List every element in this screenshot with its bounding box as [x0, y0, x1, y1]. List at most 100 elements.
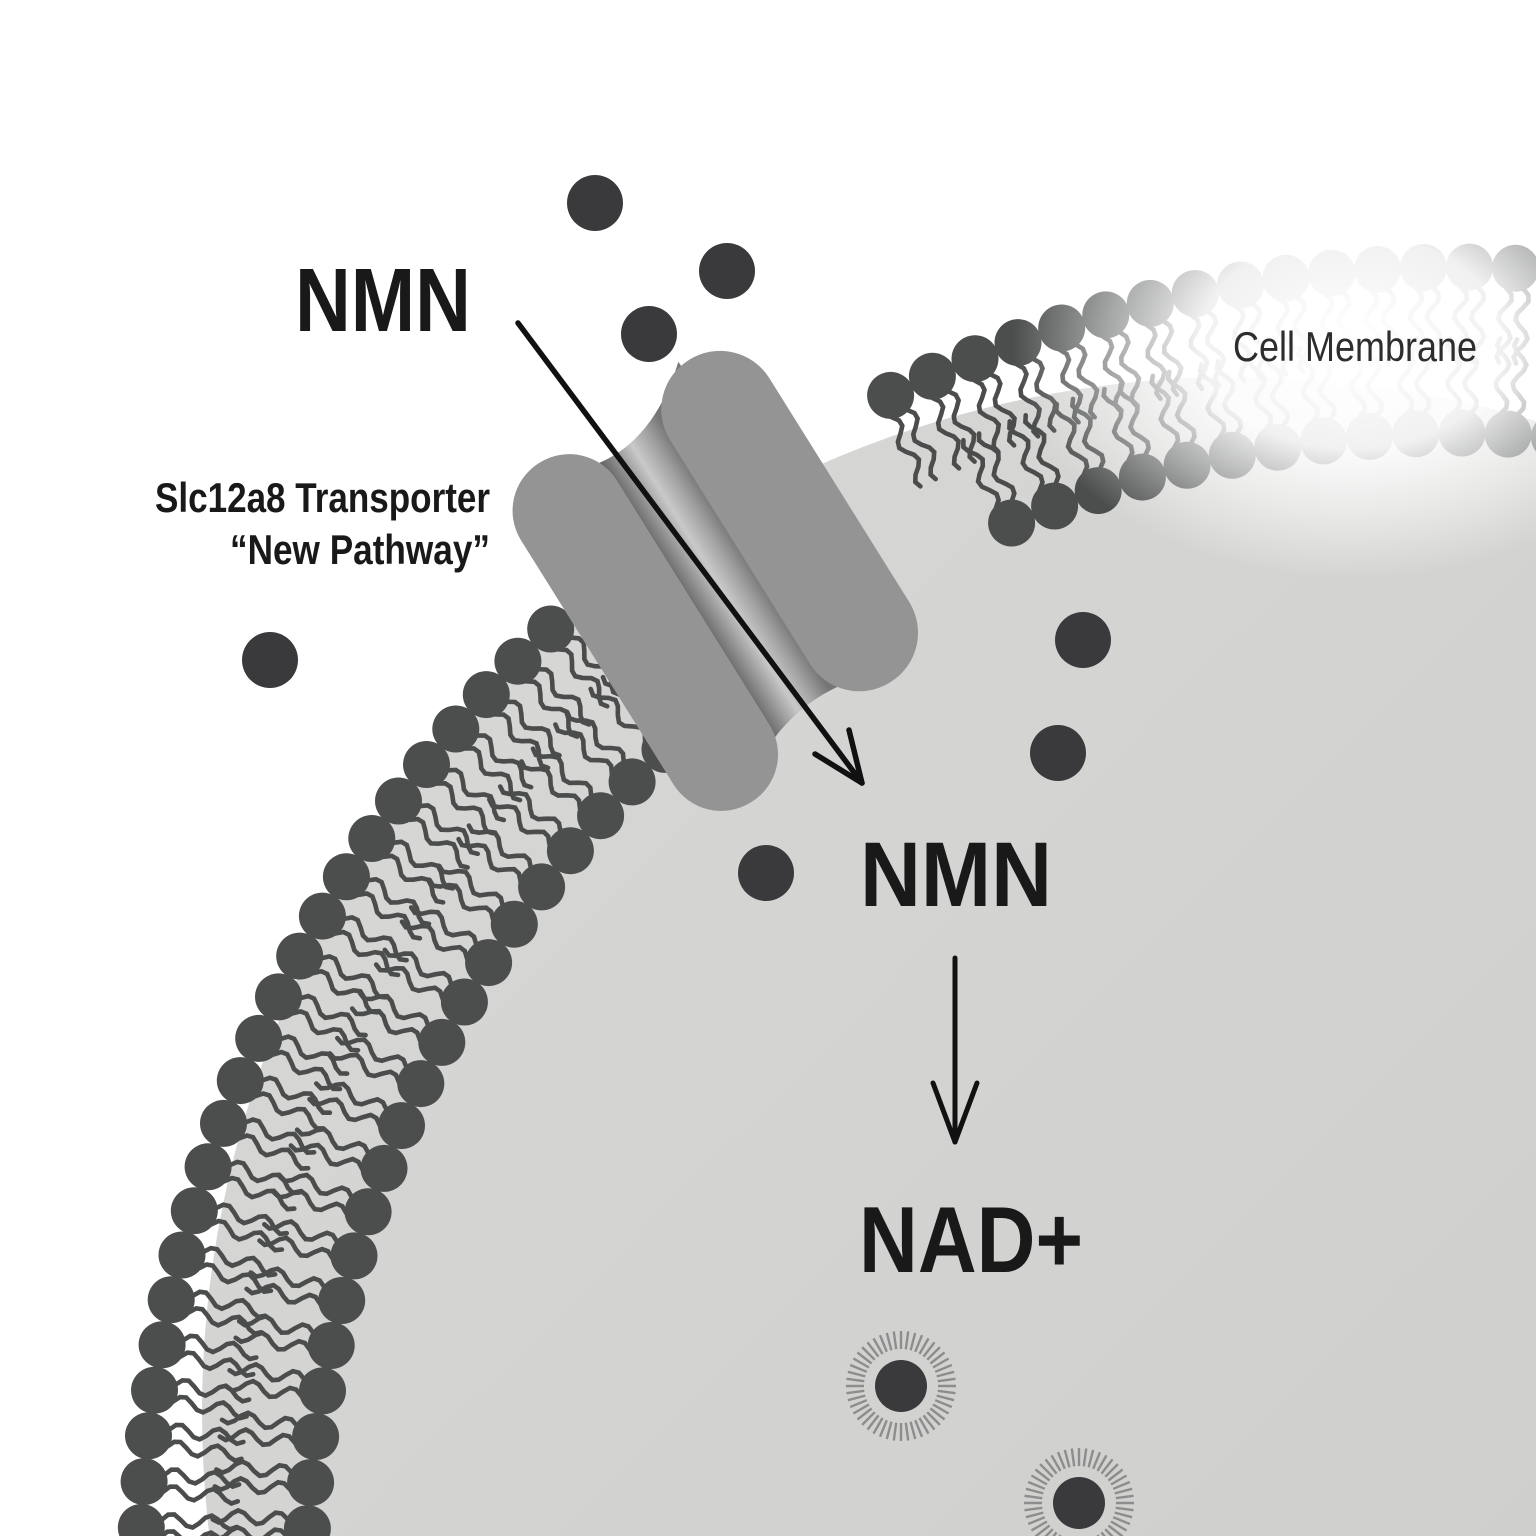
nad-ray [892, 1331, 898, 1350]
nad-ray [936, 1394, 955, 1402]
nad-ray [1115, 1494, 1134, 1500]
lipid-tail [212, 1475, 293, 1496]
lipid-tail [382, 947, 454, 987]
nad-ray [1024, 1506, 1043, 1512]
lipid-head [125, 1412, 172, 1460]
lipid-head [255, 973, 302, 1021]
nad-ray [934, 1363, 953, 1373]
nad-ray [1044, 1458, 1058, 1475]
nad-ray [914, 1334, 924, 1353]
lipid-tail [227, 1361, 307, 1383]
nmn-to-nad-arrow-head [930, 1080, 980, 1145]
lipid-head [235, 1014, 283, 1062]
lipid-tail [463, 746, 523, 803]
nad-ray [1027, 1480, 1046, 1490]
nad-ray [934, 1399, 953, 1409]
lipid-head [378, 1102, 425, 1150]
lipid-head [360, 1144, 408, 1192]
lipid-tail [466, 823, 534, 871]
lipid-tail [930, 395, 962, 471]
lipid-head [299, 1367, 346, 1415]
lipid-head [216, 1057, 264, 1105]
nmn-molecule-dot [1055, 612, 1111, 668]
lipid-tail [408, 905, 479, 947]
lipid-head [403, 741, 450, 788]
nad-ray [922, 1341, 936, 1358]
lipid-tail [307, 1096, 383, 1128]
lipid-tail [262, 1219, 340, 1245]
lipid-head [117, 1504, 165, 1536]
lipid-head [951, 335, 999, 383]
lipid-tail [365, 876, 432, 927]
nad-ray [885, 1332, 893, 1351]
lipid-tail [987, 371, 1017, 448]
lipid-head [344, 1188, 392, 1236]
transporter-subunit-left [512, 454, 779, 811]
lipid-head [170, 1187, 218, 1235]
nad-ray [936, 1370, 955, 1378]
lipid-tail [271, 1049, 343, 1092]
lipid-tail [373, 962, 446, 1002]
lipid-tail [487, 797, 552, 847]
lipid-head [276, 932, 324, 980]
lipid-tail [236, 1313, 316, 1336]
nad-ray [1034, 1468, 1051, 1482]
nad-ray [878, 1419, 888, 1438]
lipid-head [462, 671, 510, 719]
nad-ray [878, 1334, 888, 1353]
nad-ray [1114, 1487, 1133, 1495]
nad-ray [1052, 1531, 1058, 1536]
lipid-tail [493, 712, 551, 771]
nad-ray [937, 1377, 956, 1383]
lipid-tail [349, 1006, 423, 1043]
lipid-tail [456, 836, 523, 884]
nad-ray [861, 1411, 876, 1426]
lipid-tail [976, 431, 1017, 504]
lipid-head [418, 1018, 466, 1066]
nad-ray [866, 1341, 880, 1358]
lipid-tail [961, 437, 1002, 511]
lipid-tail [357, 991, 431, 1028]
lipid-tail [244, 1282, 323, 1307]
nad-ray [932, 1357, 950, 1369]
lipid-head [200, 1099, 247, 1147]
lipid-head [120, 1458, 168, 1506]
nmn-molecule-dot [621, 306, 677, 362]
nad-ray [904, 1422, 910, 1441]
lipid-tail [427, 877, 496, 922]
lipid-tail [253, 1091, 326, 1131]
lipid-tail [186, 1306, 264, 1337]
lipid-tail [565, 710, 626, 765]
nad-ray [866, 1414, 880, 1431]
nad-ray [929, 1351, 946, 1365]
nmn-molecule-dot [699, 243, 755, 299]
lipid-head [287, 1459, 335, 1507]
lipid-head [908, 352, 956, 400]
lipid-tail [294, 1126, 371, 1156]
nad-ray [909, 1421, 917, 1440]
label-nmn-extracellular: NMN [295, 251, 471, 351]
lipid-tail [201, 1245, 278, 1278]
nad-ray [1039, 1463, 1054, 1478]
nad-ray [847, 1394, 866, 1402]
lipid-tail [434, 780, 496, 836]
nad-ray [1110, 1520, 1128, 1532]
nad-ray [856, 1407, 873, 1421]
nad-ray [909, 1332, 917, 1351]
nad-ray [937, 1389, 956, 1395]
lipid-head [490, 900, 538, 948]
nad-core [1053, 1477, 1105, 1529]
nad-ray [1114, 1511, 1133, 1519]
lipid-tail [474, 733, 534, 790]
nad-ray [904, 1331, 910, 1350]
nad-ray [926, 1346, 941, 1361]
nmn-entry-arrow-shaft [515, 320, 865, 786]
nad-ray [926, 1411, 941, 1426]
nmn-to-nad-arrow [930, 955, 980, 1145]
nmn-entry-arrow [515, 320, 865, 786]
lipid-tail [159, 1512, 239, 1532]
lipid-tail [257, 1235, 335, 1261]
lipid-tail [436, 863, 506, 909]
lipid-tail [219, 1410, 300, 1431]
